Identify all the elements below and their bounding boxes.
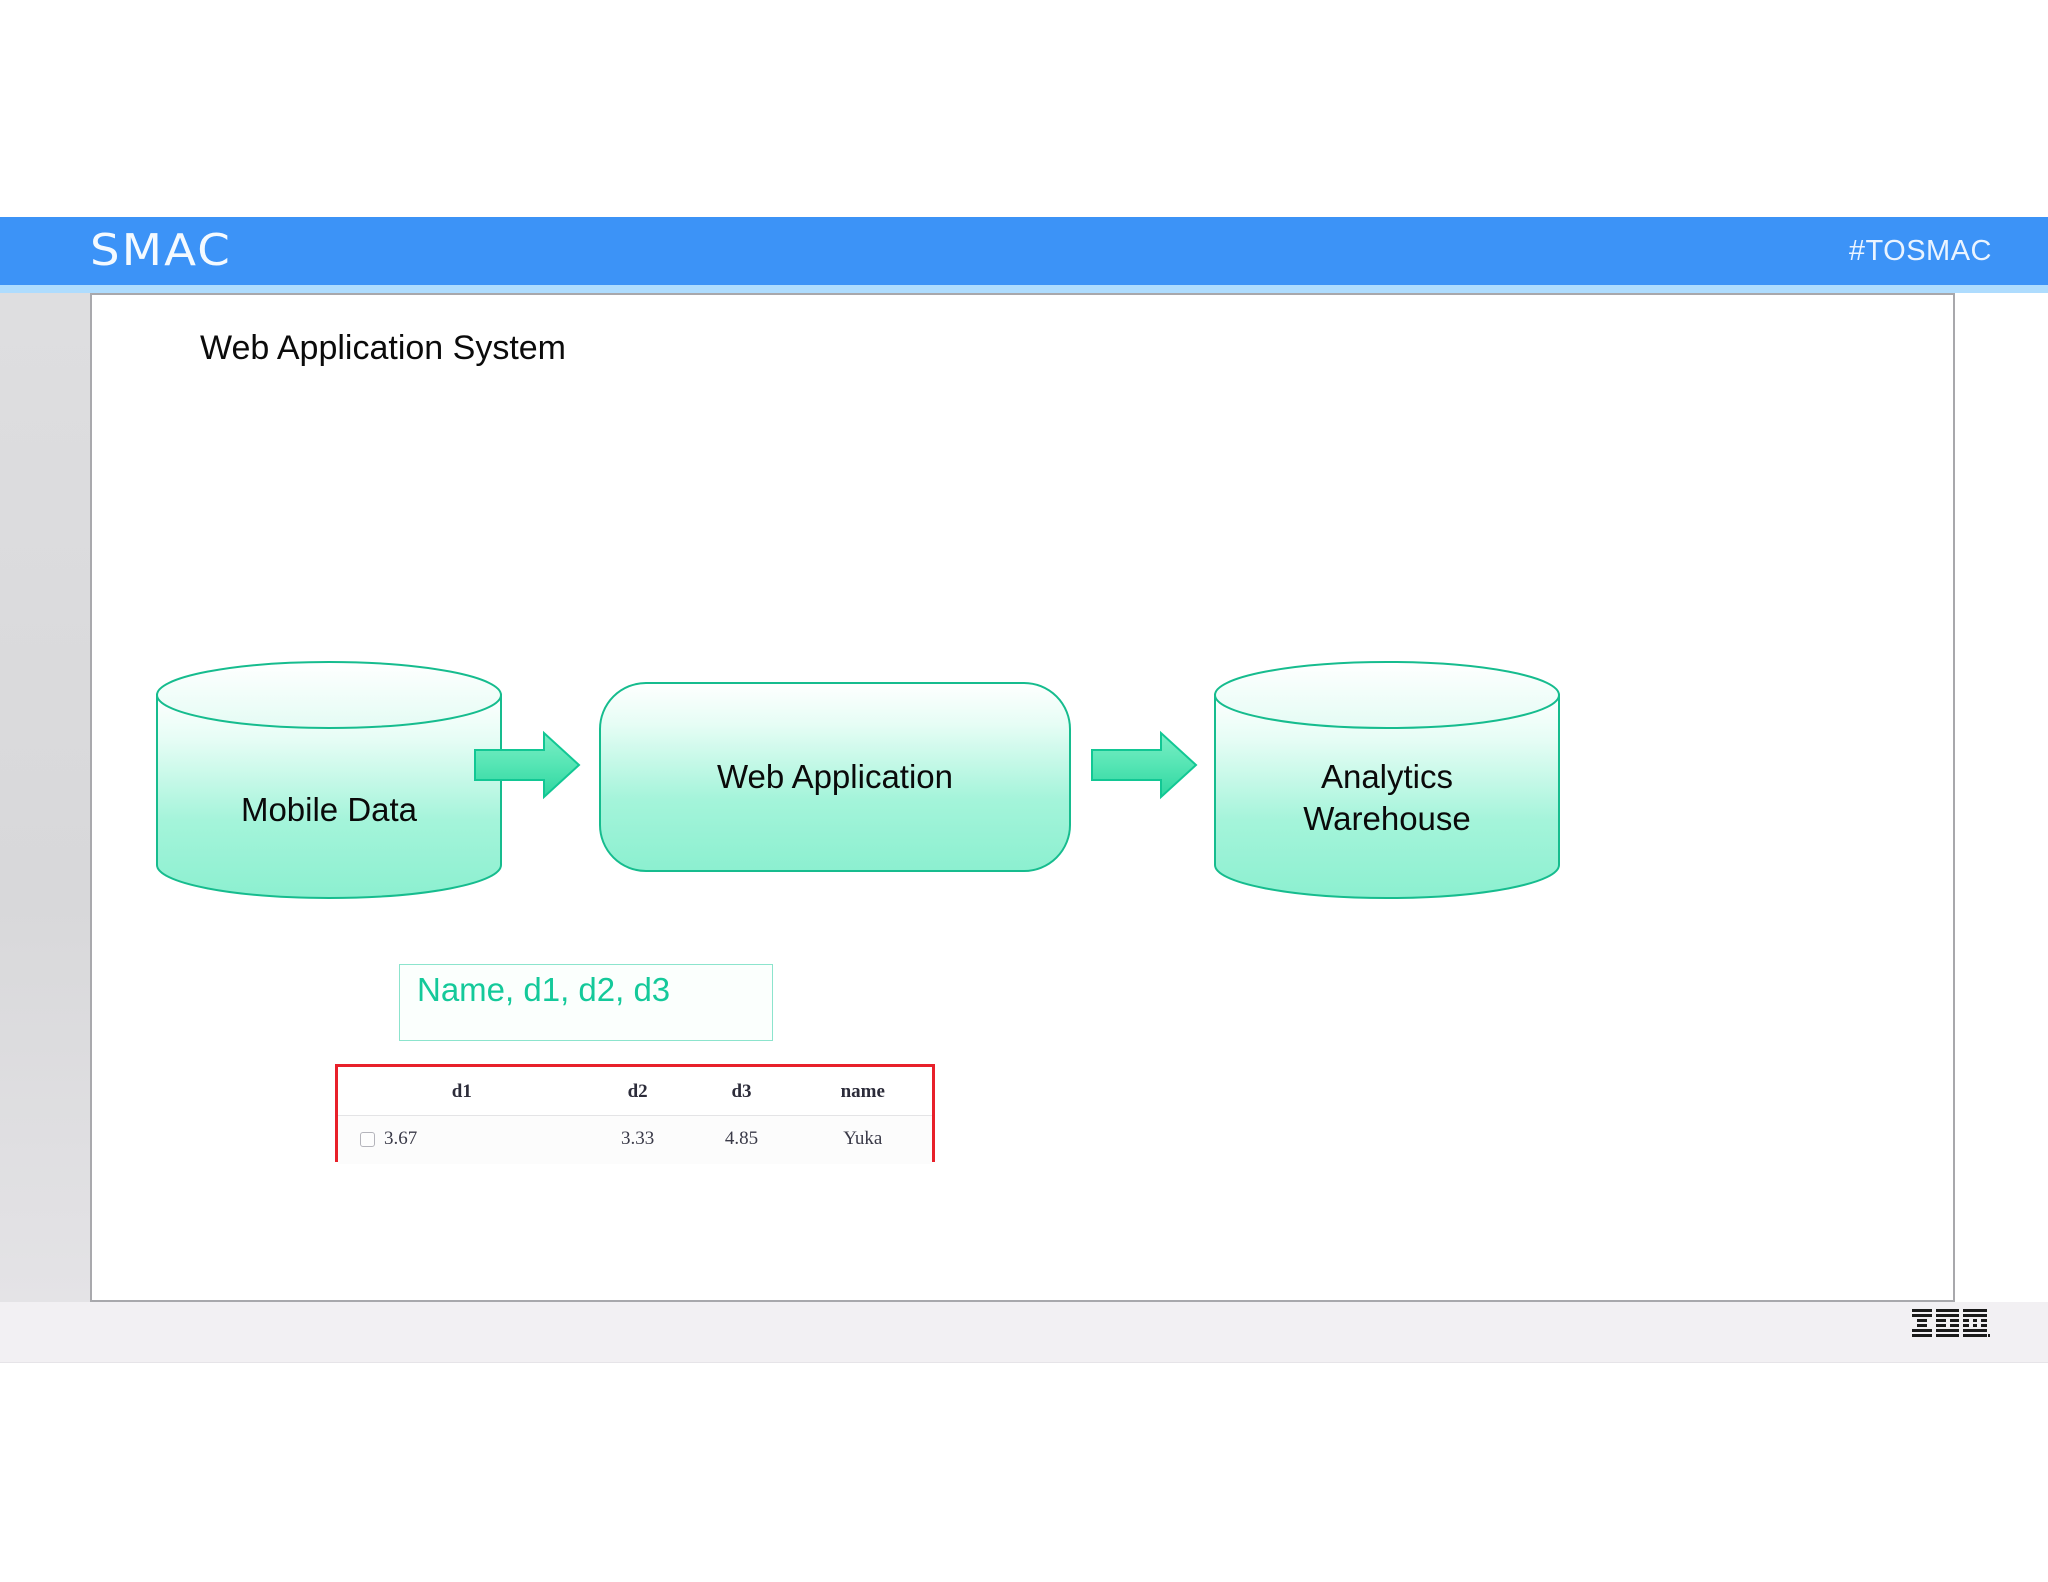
slide-canvas: SMAC #TOSMAC Web Application System <box>0 217 2048 1363</box>
column-header-d3: d3 <box>689 1067 794 1116</box>
smac-logo-text: SMAC <box>90 225 232 276</box>
node-web-application[interactable] <box>599 682 1071 872</box>
event-hashtag: #TOSMAC <box>1848 235 1992 267</box>
column-header-name: name <box>793 1067 932 1116</box>
column-header-d1: d1 <box>338 1067 586 1116</box>
column-header-d2: d2 <box>585 1067 690 1116</box>
arrow-1-icon <box>474 730 581 800</box>
ibm-logo <box>1912 1309 1990 1337</box>
node-mobile-data[interactable] <box>156 661 502 899</box>
row-select-checkbox[interactable] <box>360 1132 375 1147</box>
header-underline <box>0 285 2048 293</box>
payload-annotation-text: Name, d1, d2, d3 <box>417 971 671 1008</box>
payload-annotation-box <box>399 964 773 1041</box>
slide-content-frame: Web Application System <box>92 293 1955 1302</box>
page-title: Web Application System <box>200 329 566 367</box>
architecture-diagram <box>156 661 1560 899</box>
brand-header-bar: SMAC #TOSMAC <box>0 217 2048 285</box>
cell-d2: 3.33 <box>585 1115 690 1164</box>
table-header-row: d1 d2 d3 name <box>338 1067 932 1116</box>
slide-left-gutter <box>0 293 92 1302</box>
slide-footer-band <box>0 1302 2048 1363</box>
result-table: d1 d2 d3 name 3.67 3.33 4.85 Yuka <box>338 1067 932 1164</box>
result-table-highlight: d1 d2 d3 name 3.67 3.33 4.85 Yuka <box>335 1064 935 1164</box>
table-row[interactable]: 3.67 3.33 4.85 Yuka <box>338 1115 932 1164</box>
cell-d1-value: 3.67 <box>384 1128 418 1149</box>
arrow-2-icon <box>1091 730 1198 800</box>
node-analytics-warehouse[interactable] <box>1214 661 1560 899</box>
smac-logo: SMAC <box>90 229 230 273</box>
cell-name: Yuka <box>793 1115 932 1164</box>
cell-d3: 4.85 <box>689 1115 794 1164</box>
cell-d1: 3.67 <box>338 1115 586 1164</box>
